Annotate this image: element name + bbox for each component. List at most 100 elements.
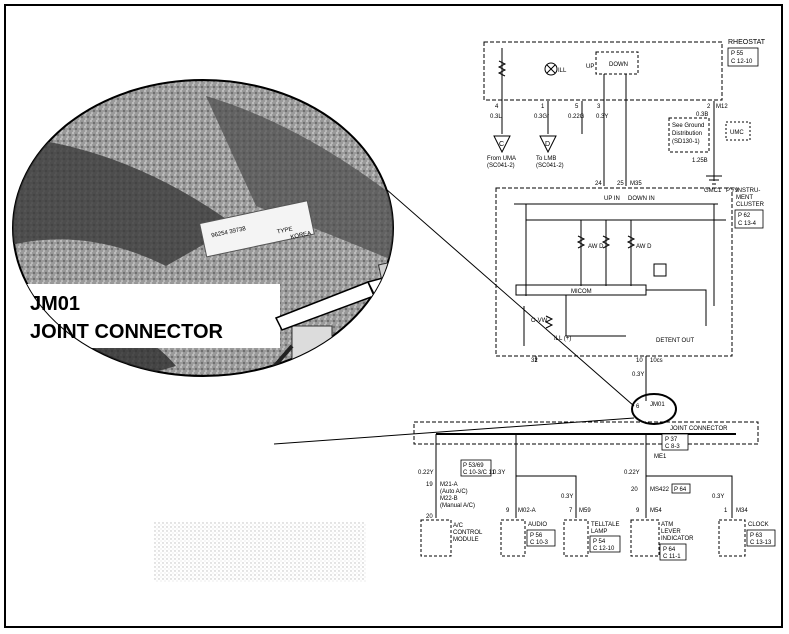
pin-0: 4 [495,104,499,110]
branch4-circuit: M34 [736,508,748,514]
wire-0: 0.3L [490,114,502,120]
branch0-circuit2: M22-B [440,496,458,502]
branch0-module1: A/C [453,523,464,529]
branch2-pin: 7 [569,508,573,514]
branch4-wire: 0.3Y [712,494,724,500]
cluster-down-in: DOWN IN [628,196,655,202]
branch0-ref2: C 10-3/C 11 [463,470,496,476]
branch0-note2: (Manual A/C) [440,503,475,509]
branch2-ref2: C 12-10 [593,546,615,552]
ground-name: GMC1 [704,188,722,194]
branch0-note1: (Auto A/C) [440,489,468,495]
rheostat-ill: ILL [558,68,567,74]
cluster-micom: MICOM [571,289,592,295]
branch2-module2: LAMP [591,529,607,535]
wiring-diagram-photo: RHEOSTAT P 55 C 12-10 ILL UP DOWN 4 1 5 … [12,39,776,582]
wiring-schematic [413,41,759,557]
cluster-label2: MENT [736,195,753,201]
branch2-wire: 0.3Y [561,494,573,500]
branch3-circuit-alt: MS422 [650,487,670,493]
ground-wire: 0.3B [696,112,708,118]
cluster-pin-up: 24 [595,181,602,187]
cluster-ill: ILL (+) [554,336,571,342]
branch1-circuit: M02-A [518,508,536,514]
ground-ref: P 79 [726,188,739,194]
branch1-pin: 9 [506,508,510,514]
branch3-module2: LEVER [661,529,681,535]
branch1-wire: 0.3Y [493,470,505,476]
branch3-wire: 0.22Y [624,470,640,476]
diagram-frame: RHEOSTAT P 55 C 12-10 ILL UP DOWN 4 1 5 … [4,4,783,628]
cluster-aw-d1: AW D [588,244,604,250]
wire-2: 0.22G [568,114,585,120]
conn-d-line1: To LMB [536,156,556,162]
conn-d-line2: (SC041-2) [536,163,564,169]
ground-line3: (SD130-1) [672,139,700,145]
pin-3: 3 [597,104,601,110]
instrument-cluster-box [495,187,733,357]
joint-label: JOINT CONNECTOR [670,426,728,432]
branch0-module2: CONTROL [453,530,483,536]
branch3-ref1: P 64 [663,547,676,553]
branch2-ref1: P 54 [593,539,606,545]
branch0-module3: MODULE [453,537,479,543]
conn-d-symbol: D [545,141,550,148]
branch2-module1: TELLTALE [591,522,619,528]
rheostat-down: DOWN [609,62,628,68]
rheostat-ref2: C 12-10 [731,59,753,65]
cluster-pin-left: 32 [531,358,538,364]
cluster-wire-right: 10cs [650,358,663,364]
branch0-wire: 0.22Y [418,470,434,476]
joint-ref1: P 37 [665,437,678,443]
faint-stamp [154,522,366,582]
branch2-circuit: M59 [579,508,591,514]
branch4-ref2: C 13-13 [750,540,772,546]
joint-name: JM01 [650,402,665,408]
joint-connector-highlight [631,393,677,425]
conn-c-line2: (SC041-2) [487,163,515,169]
branch0-pin: 19 [426,482,433,488]
joint-sub: ME1 [654,454,667,460]
branch3-ref-alt: P 64 [674,487,687,493]
branch4-ref1: P 63 [750,533,763,539]
pin-2: 5 [575,104,579,110]
cluster-pin-down: 25 [617,181,624,187]
wire-1: 0.3Gr [534,114,549,120]
photo-label-line2: TYPE [277,226,294,235]
branch4-pin: 1 [724,508,728,514]
connector-photo: 96254 39738 TYPE KOREA JM01 JOINT CONNEC… [12,79,394,377]
ground-line2: Distribution [672,131,702,137]
branch3-circuit: M54 [650,508,662,514]
ground-tag: UMC [730,130,744,136]
branch3-module1: ATM [661,522,673,528]
pin-1: 1 [541,104,545,110]
pin-4: 2 [707,104,711,110]
cluster-pin-right: 10 [636,358,643,364]
cluster-aw-d2: AW D [636,244,652,250]
branch1-ref1: P 56 [530,533,543,539]
rheostat-box [483,41,723,101]
branch0-pin2: 20 [426,514,433,520]
joint-wire-in: 0.3Y [632,372,644,378]
joint-ref2: C 8-3 [665,444,680,450]
rheostat-up: UP [586,64,594,70]
wire-4: M12 [716,104,728,110]
branch1-ref2: C 10-3 [530,540,549,546]
rheostat-label: RHEOSTAT [728,39,766,46]
branch0-circuit: M21-A [440,482,458,488]
cluster-up-in: UP IN [604,196,620,202]
callout-line2: JOINT CONNECTOR [30,321,224,343]
conn-c-line1: From UMA [487,156,516,162]
branch1-module1: AUDIO [528,522,547,528]
rheostat-ref1: P 55 [731,51,744,57]
schematic-labels: RHEOSTAT P 55 C 12-10 ILL UP DOWN 4 1 5 … [418,39,776,561]
ground-bottom-wire: 1.25B [692,158,708,164]
conn-c-symbol: C [499,141,504,148]
ground-line1: See Ground [672,123,704,129]
joint-connector-box [413,421,759,445]
cluster-wire-down: M35 [630,181,642,187]
cluster-label3: CLUSTER [736,202,765,208]
joint-pin: 6 [636,404,640,410]
cluster-ref1: P 62 [738,213,751,219]
cluster-label1: INSTRU- [736,188,760,194]
